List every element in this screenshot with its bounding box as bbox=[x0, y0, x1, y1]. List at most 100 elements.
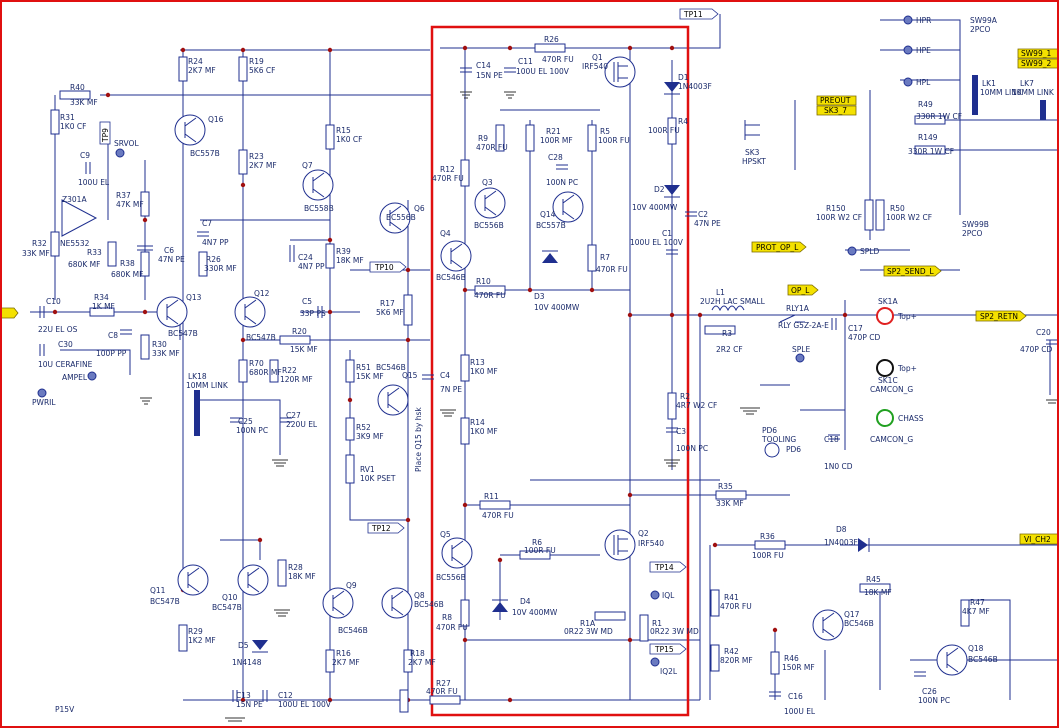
label: 33K MF bbox=[152, 349, 180, 358]
label: R47 bbox=[970, 598, 985, 607]
label: R4 bbox=[678, 117, 688, 126]
diode-symbols bbox=[252, 82, 870, 653]
label: C2 bbox=[698, 210, 708, 219]
label: 100R W2 CF bbox=[886, 213, 932, 222]
label: 4N7 PP bbox=[298, 262, 325, 271]
net-tag-sp2-send-l: SP2_SEND_L bbox=[887, 267, 934, 276]
chass-label: CHASS bbox=[898, 414, 924, 423]
label: Q17 bbox=[844, 610, 860, 619]
label: C26 bbox=[922, 687, 937, 696]
label: BC546B bbox=[338, 626, 368, 635]
label: 100P PP bbox=[96, 349, 127, 358]
top-plus-2-label: Top+ bbox=[897, 364, 917, 373]
label: BC556B bbox=[386, 213, 416, 222]
label: C1 bbox=[662, 229, 672, 238]
label: R70 bbox=[249, 359, 264, 368]
label: 220U EL bbox=[286, 420, 318, 429]
label: 47K MF bbox=[116, 200, 144, 209]
net-tag-preout: PREOUT bbox=[820, 96, 851, 105]
label: R51 bbox=[356, 363, 371, 372]
label: 100U EL 100V bbox=[516, 67, 570, 76]
label: R38 bbox=[120, 259, 135, 268]
label: C24 bbox=[298, 253, 313, 262]
label: 47N PE bbox=[694, 219, 721, 228]
label: C10 bbox=[46, 297, 61, 306]
label: 680R MF bbox=[249, 368, 282, 377]
label: C12 bbox=[278, 691, 293, 700]
label: 1K0 MF bbox=[470, 427, 498, 436]
label: C28 bbox=[548, 153, 563, 162]
label: 1N4003F bbox=[824, 538, 858, 547]
label: BC547B bbox=[168, 329, 198, 338]
net-tag-vi-ch2: VI_CH2 bbox=[1024, 535, 1051, 544]
label: C30 bbox=[58, 340, 73, 349]
label: C4 bbox=[440, 371, 450, 380]
sk1a-connector-icon bbox=[876, 307, 894, 325]
label: R10 bbox=[476, 277, 491, 286]
label: Q6 bbox=[414, 204, 425, 213]
label: R33 bbox=[87, 248, 102, 257]
label: R149 bbox=[918, 133, 938, 142]
label: 4N7 PP bbox=[202, 238, 229, 247]
label: BC547B bbox=[212, 603, 242, 612]
label: SW99B bbox=[962, 220, 989, 229]
label: RV1 bbox=[360, 465, 375, 474]
tp9-label: TP9 bbox=[101, 128, 110, 143]
label: 330R 1W CF bbox=[908, 147, 954, 156]
label: HPSKT bbox=[742, 157, 766, 166]
label: R8 bbox=[442, 613, 452, 622]
label: 100R FU bbox=[598, 136, 630, 145]
label: Q15 bbox=[402, 371, 418, 380]
label: 150R MF bbox=[782, 663, 815, 672]
label: 33K MF bbox=[70, 98, 98, 107]
label: Q8 bbox=[414, 591, 425, 600]
label: 470R FU bbox=[482, 511, 514, 520]
p15v-label: P15V bbox=[55, 705, 75, 714]
srvol-label: SRVOL bbox=[114, 139, 139, 148]
label: C8 bbox=[108, 331, 118, 340]
label: 18K MF bbox=[288, 572, 316, 581]
transistor-symbols bbox=[156, 56, 968, 676]
label: 470R FU bbox=[432, 174, 464, 183]
net-tag-sw99-2: SW99_2 bbox=[1021, 59, 1051, 68]
label: LK18 bbox=[188, 372, 207, 381]
label: 100N PC bbox=[676, 444, 708, 453]
label: R7 bbox=[600, 253, 610, 262]
sk1c-connector-icon bbox=[876, 359, 894, 377]
label: 100N PC bbox=[546, 178, 578, 187]
label: 7N PE bbox=[440, 385, 462, 394]
label: C9 bbox=[80, 151, 90, 160]
tp15-label: TP15 bbox=[654, 645, 674, 654]
label: 100R FU bbox=[752, 551, 784, 560]
label: 2U2H LAC SMALL bbox=[700, 297, 766, 306]
label: 15N PE bbox=[476, 71, 503, 80]
label: R50 bbox=[890, 204, 905, 213]
net-tag-sk3-7: SK3_7 bbox=[824, 106, 847, 115]
label: R17 bbox=[380, 299, 395, 308]
label: 100N PC bbox=[918, 696, 950, 705]
hpe-label: HPE bbox=[916, 46, 931, 55]
spld-label: SPLD bbox=[860, 247, 879, 256]
label: R37 bbox=[116, 191, 131, 200]
net-tag-sw99-1: SW99_1 bbox=[1021, 49, 1051, 58]
label: R2 bbox=[680, 392, 690, 401]
pad-labels: HPR HPE HPL SPLD SPLE IQL IQ2L SRVOL PWR… bbox=[32, 16, 931, 714]
label: R28 bbox=[288, 563, 303, 572]
label: D8 bbox=[836, 525, 847, 534]
label: R30 bbox=[152, 340, 167, 349]
label: 33K MF bbox=[22, 249, 50, 258]
label: R46 bbox=[784, 654, 799, 663]
inductor-symbol bbox=[711, 305, 745, 312]
label: Q7 bbox=[302, 161, 313, 170]
label: C3 bbox=[676, 427, 686, 436]
test-points: TP11 TP10 TP12 TP14 TP15 TP9 bbox=[99, 8, 719, 655]
label: BC546B bbox=[414, 600, 444, 609]
capacitor-symbols bbox=[39, 67, 1058, 702]
label: R150 bbox=[826, 204, 846, 213]
label: 5K6 CF bbox=[249, 66, 275, 75]
label: R29 bbox=[188, 627, 203, 636]
label: 100R W2 CF bbox=[816, 213, 862, 222]
label: 1K0 MF bbox=[470, 367, 498, 376]
label: R21 bbox=[546, 127, 561, 136]
